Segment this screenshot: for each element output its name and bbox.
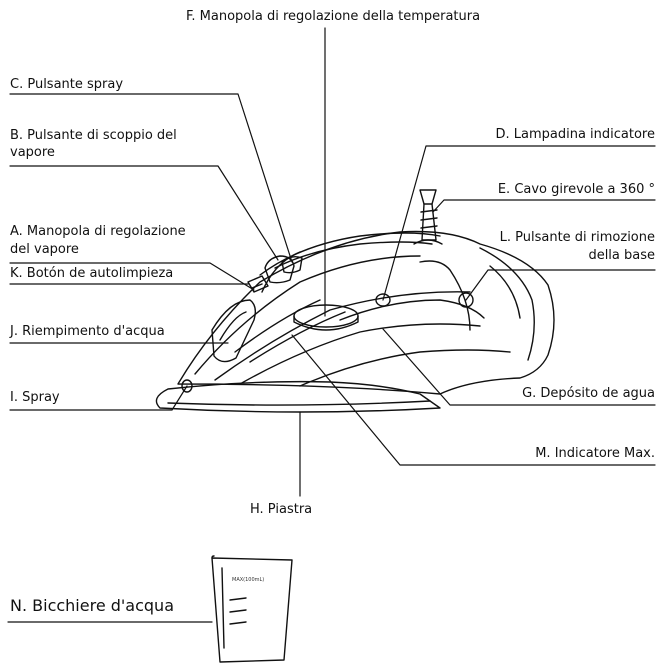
label-L-line2: della base <box>588 248 655 264</box>
label-F: F. Manopola di regolazione della tempera… <box>186 9 480 25</box>
leader-L <box>466 270 655 300</box>
label-E: E. Cavo girevole a 360 ° <box>498 182 655 198</box>
label-C: C. Pulsante spray <box>10 77 123 93</box>
cup-max-marking: MAX(100mL) <box>232 577 264 583</box>
label-L-line1: L. Pulsante di rimozione <box>500 230 655 246</box>
label-J: J. Riempimento d'acqua <box>10 324 165 340</box>
label-K: K. Botón de autolimpieza <box>10 266 173 282</box>
label-B-line2: vapore <box>10 145 55 161</box>
label-G: G. Depósito de agua <box>522 386 655 402</box>
label-A-line1: A. Manopola di regolazione <box>10 224 186 240</box>
label-N: N. Bicchiere d'acqua <box>10 596 174 616</box>
label-A-line2: del vapore <box>10 242 79 258</box>
label-H: H. Piastra <box>250 502 312 518</box>
leader-E <box>433 200 655 212</box>
label-B-line1: B. Pulsante di scoppio del <box>10 128 177 144</box>
label-I: I. Spray <box>10 390 60 406</box>
label-M: M. Indicatore Max. <box>535 446 655 462</box>
water-cup <box>212 556 292 662</box>
label-D: D. Lampadina indicatore <box>495 127 655 143</box>
iron-body <box>178 232 554 395</box>
